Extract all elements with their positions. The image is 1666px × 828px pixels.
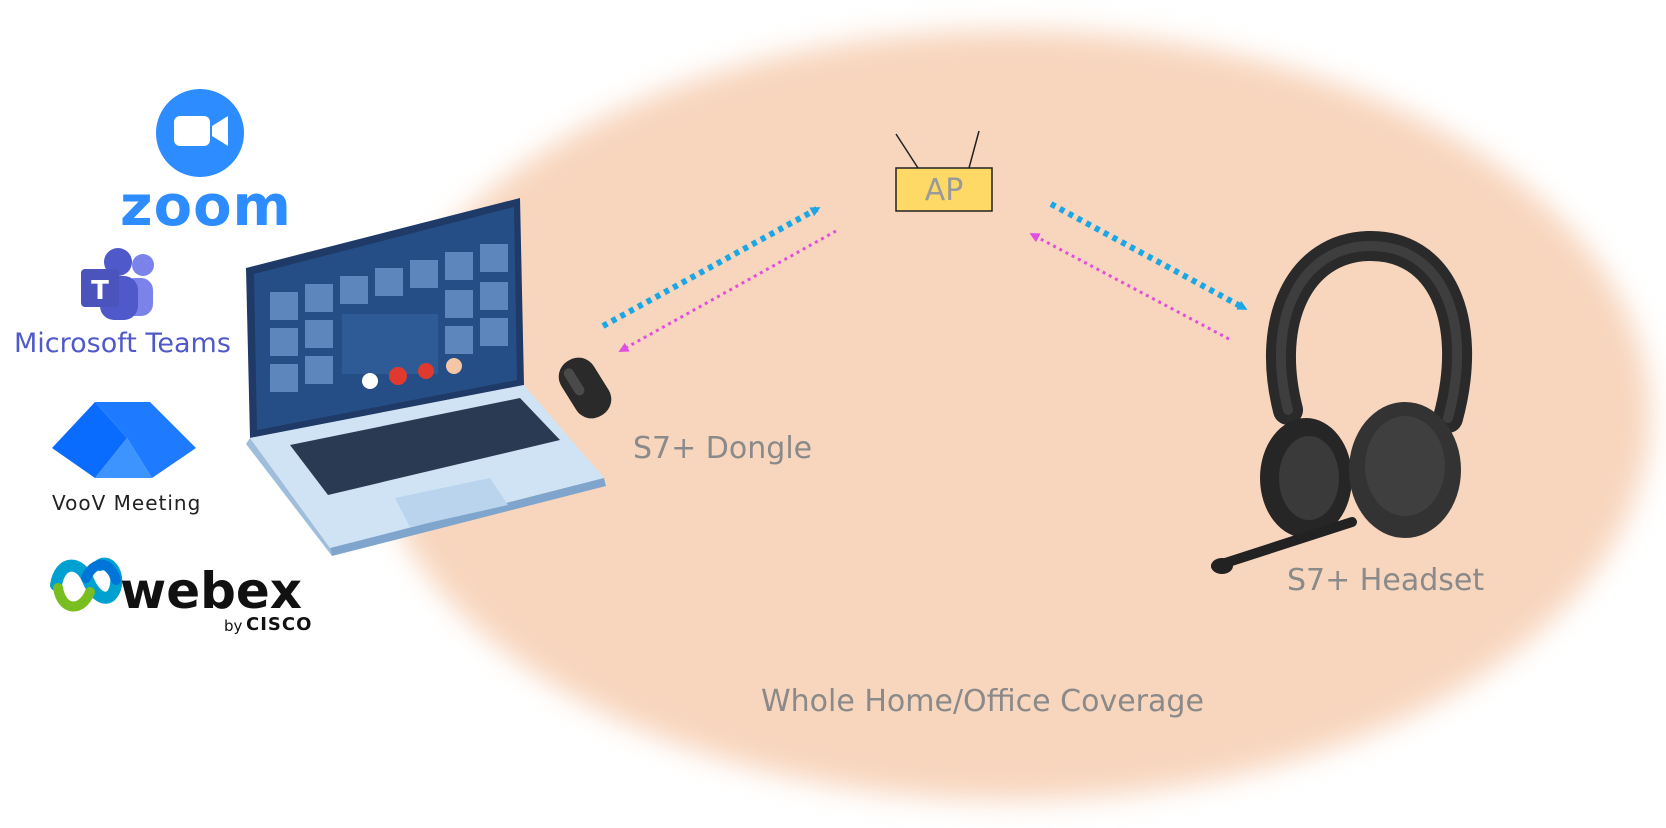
downlink-arrow-ap-to-headset xyxy=(1049,201,1248,311)
svg-text:T: T xyxy=(91,276,109,306)
webex-by-text: by xyxy=(224,617,243,635)
cisco-logo-text: CISCO xyxy=(246,614,313,635)
ap-antenna-right xyxy=(968,130,980,169)
teams-logo-text: Microsoft Teams xyxy=(14,328,231,359)
coverage-area xyxy=(370,30,1650,800)
webex-logo-text: webex xyxy=(120,562,303,620)
access-point-box xyxy=(895,167,993,212)
voov-logo-text: VooV Meeting xyxy=(52,491,202,515)
teams-icon: T xyxy=(81,248,154,320)
laptop-icon xyxy=(246,198,606,556)
dongle-icon xyxy=(558,357,612,419)
dongle-label: S7+ Dongle xyxy=(633,431,813,466)
headset-label: S7+ Headset xyxy=(1287,563,1485,598)
uplink-arrow-dongle-to-ap xyxy=(601,206,821,329)
headset-icon xyxy=(1211,230,1473,574)
zoom-logo-text: zoom xyxy=(120,174,292,239)
webex-icon xyxy=(50,557,123,612)
uplink-arrow-headset-to-ap xyxy=(1029,233,1230,341)
voov-meeting-icon xyxy=(52,402,196,478)
coverage-label: Whole Home/Office Coverage xyxy=(761,684,1204,719)
zoom-icon xyxy=(156,89,244,177)
access-point-label: AP xyxy=(924,173,964,208)
ap-antenna-left xyxy=(895,133,919,169)
downlink-arrow-ap-to-dongle xyxy=(618,229,837,352)
